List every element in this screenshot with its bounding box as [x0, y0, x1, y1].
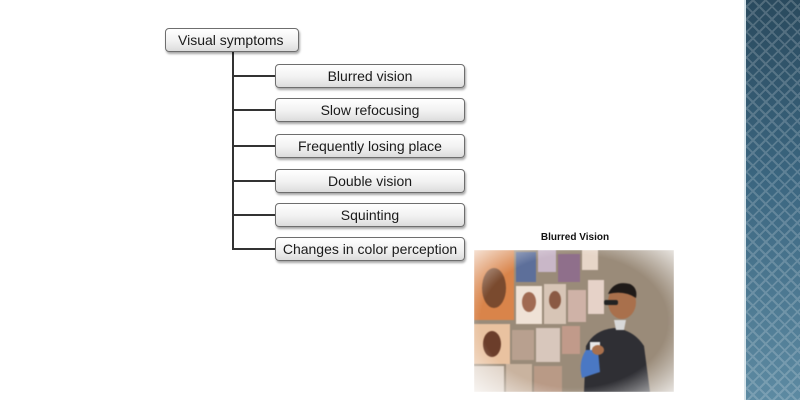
- side-band-texture: [744, 0, 800, 400]
- side-band-edge: [744, 0, 746, 400]
- photo-panel: Blurred Vision: [470, 232, 680, 392]
- connector-branch: [232, 145, 276, 147]
- connector-branch: [232, 180, 276, 182]
- connector-trunk: [232, 52, 234, 250]
- blurred-vision-photo: [474, 250, 674, 392]
- node-double-vision: Double vision: [275, 169, 465, 193]
- node-squinting: Squinting: [275, 203, 465, 227]
- node-blurred-vision: Blurred vision: [275, 64, 465, 88]
- photo-caption: Blurred Vision: [540, 232, 610, 243]
- decorative-side-band: [744, 0, 800, 400]
- node-changes-in-color-perception: Changes in color perception: [275, 237, 465, 261]
- connector-branch: [232, 248, 276, 250]
- root-node-visual-symptoms: Visual symptoms: [165, 28, 299, 52]
- connector-branch: [232, 75, 276, 77]
- node-slow-refocusing: Slow refocusing: [275, 98, 465, 122]
- connector-branch: [232, 214, 276, 216]
- node-frequently-losing-place: Frequently losing place: [275, 134, 465, 158]
- connector-branch: [232, 109, 276, 111]
